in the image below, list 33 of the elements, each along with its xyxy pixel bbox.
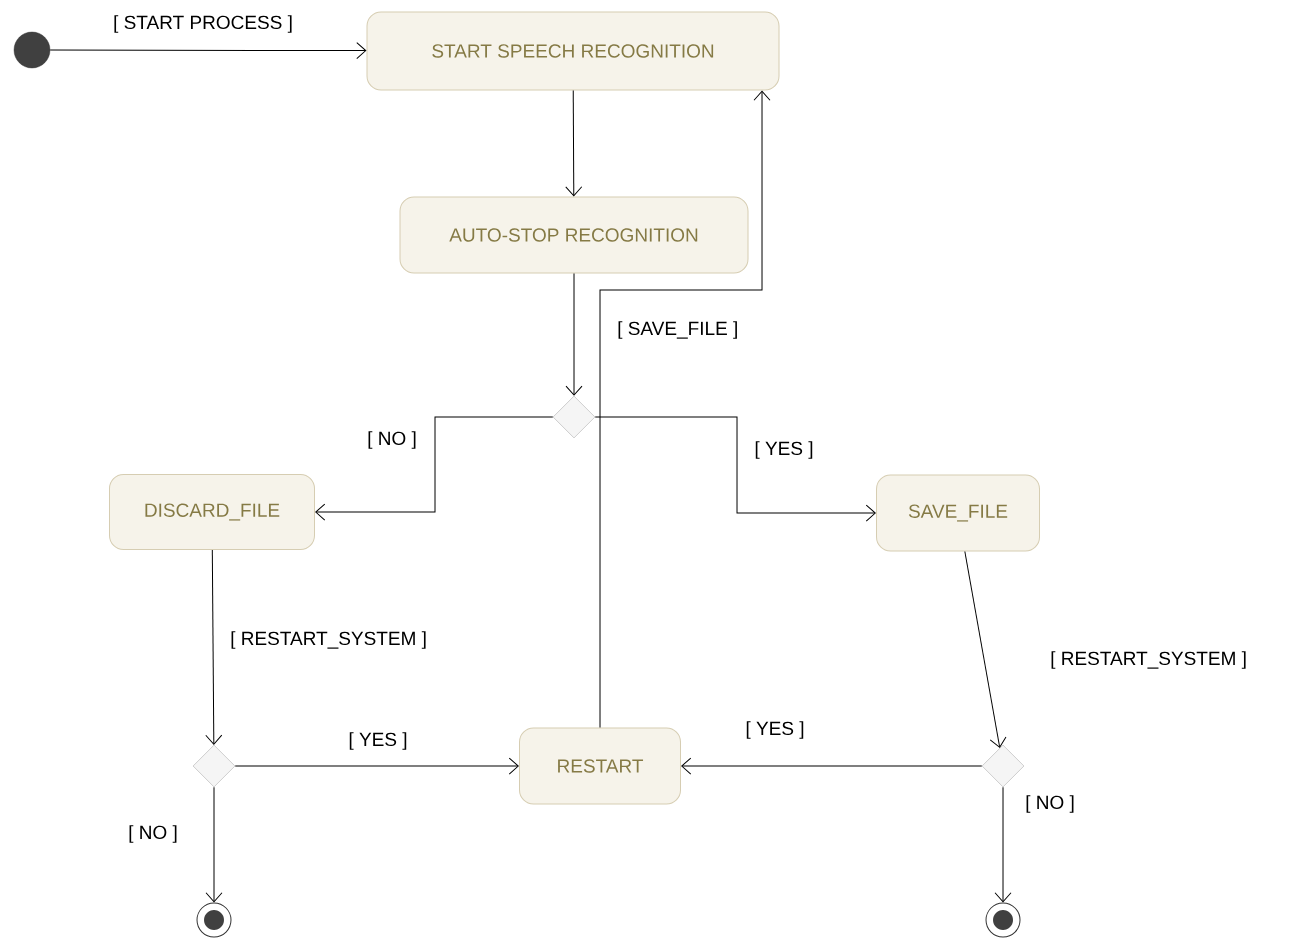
edge-label: [ RESTART_SYSTEM ] <box>231 631 426 649</box>
start-dot <box>13 31 51 69</box>
edge-label: [ SAVE_FILE ] <box>618 321 737 339</box>
arrow <box>964 551 1007 748</box>
arrow <box>994 786 1012 903</box>
arrow <box>49 42 367 60</box>
activity-box: DISCARD_FILE <box>109 474 315 550</box>
edge-label: [ YES ] <box>746 721 804 739</box>
activity-box: RESTART <box>519 727 681 805</box>
arrow <box>205 549 223 745</box>
arrow <box>681 757 983 775</box>
arrow <box>234 757 519 775</box>
edge-label: [ NO ] <box>368 431 416 449</box>
arrow <box>599 90 771 728</box>
edge-label: [ NO ] <box>1026 795 1074 813</box>
edge-label: [ NO ] <box>129 825 177 843</box>
arrow <box>594 416 876 522</box>
end-dot <box>985 902 1021 938</box>
arrow <box>205 786 223 903</box>
activity-box: START SPEECH RECOGNITION <box>366 11 780 91</box>
edge-label: [ YES ] <box>349 732 407 750</box>
decision-diamond <box>981 744 1025 788</box>
activity-box: AUTO-STOP RECOGNITION <box>399 196 749 274</box>
end-dot <box>196 902 232 938</box>
edge-label: [ YES ] <box>755 441 813 459</box>
arrow <box>565 273 583 396</box>
edge-label: [ RESTART_SYSTEM ] <box>1051 651 1246 669</box>
decision-diamond <box>552 395 596 439</box>
arrow <box>315 416 554 521</box>
edge-label: [ START PROCESS ] <box>114 15 292 33</box>
decision-diamond <box>192 744 236 788</box>
arrow <box>565 90 583 197</box>
activity-box: SAVE_FILE <box>876 474 1040 552</box>
